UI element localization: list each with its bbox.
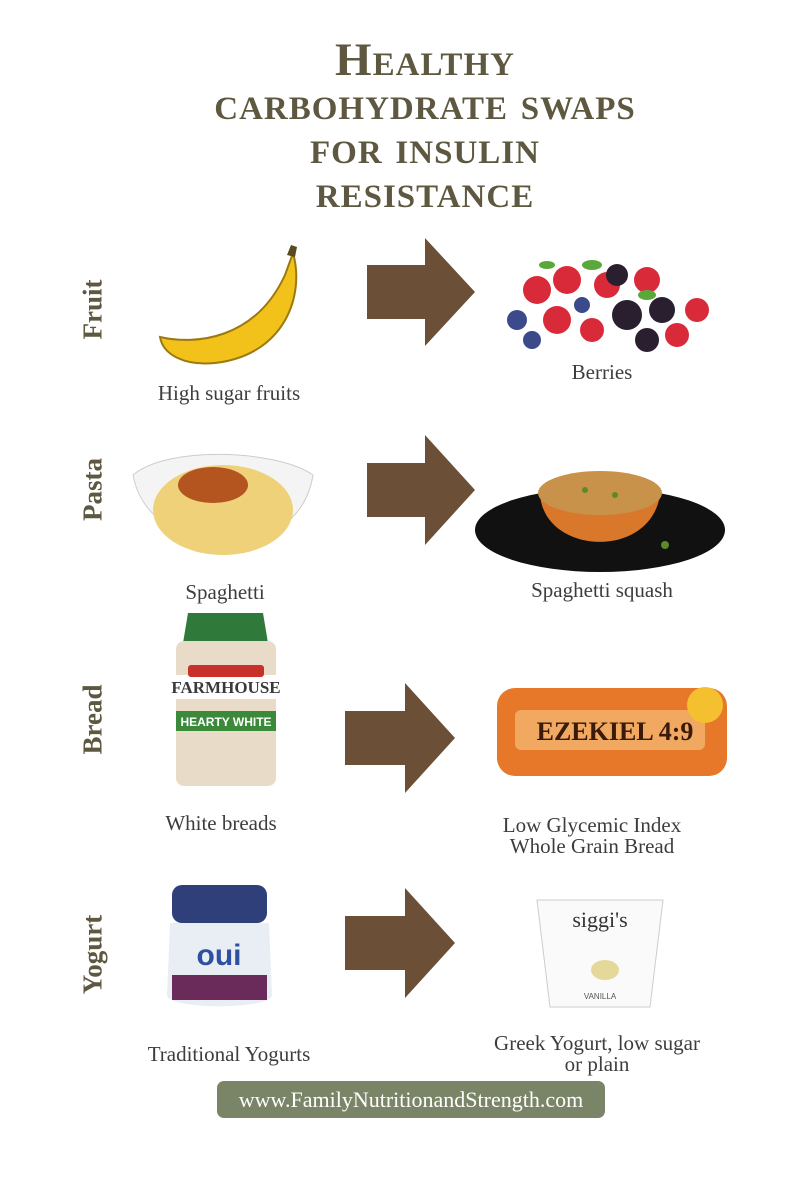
caption-line: or plain	[564, 1052, 630, 1076]
caption-berries: Berries	[571, 360, 633, 384]
row-label-fruit: Fruit	[77, 279, 108, 340]
caption-white-breads: White breads	[165, 811, 277, 835]
banana-image	[158, 245, 298, 365]
svg-text:VANILLA: VANILLA	[584, 992, 617, 1001]
caption-traditional-yogurts: Traditional Yogurts	[147, 1042, 311, 1066]
berries-image	[507, 260, 709, 352]
website-url-banner[interactable]: www.FamilyNutritionandStrength.com	[217, 1081, 605, 1118]
caption-spaghetti: Spaghetti	[185, 580, 265, 604]
arrow-right-icon	[367, 435, 475, 545]
caption-whole-grain-bread: Low Glycemic Index Whole Grain Bread	[472, 815, 712, 857]
oui-yogurt-image: oui	[167, 885, 272, 1007]
svg-text:HEARTY WHITE: HEARTY WHITE	[180, 715, 271, 729]
svg-text:oui: oui	[197, 939, 242, 972]
row-label-pasta: Pasta	[77, 458, 108, 521]
spaghetti-squash-image	[475, 471, 725, 572]
ezekiel-bread-image: EZEKIEL 4:9	[497, 687, 727, 776]
caption-line: Low Glycemic Index	[502, 813, 682, 837]
svg-text:FARMHOUSE: FARMHOUSE	[171, 678, 280, 697]
arrow-right-icon	[345, 888, 455, 998]
row-label-bread: Bread	[77, 684, 108, 755]
svg-text:siggi's: siggi's	[572, 907, 627, 932]
page-title: Healthy carbohydrate swaps for insulin r…	[0, 34, 800, 218]
row-label-yogurt: Yogurt	[77, 914, 108, 995]
title-line: carbohydrate swaps	[214, 78, 636, 130]
arrow-right-icon	[367, 238, 475, 346]
svg-text:EZEKIEL 4:9: EZEKIEL 4:9	[537, 717, 694, 746]
arrow-right-icon	[345, 683, 455, 793]
title-line: for insulin	[310, 122, 540, 174]
siggis-yogurt-image: siggi's VANILLA	[536, 899, 664, 1008]
caption-line: Whole Grain Bread	[509, 834, 675, 858]
title-line: resistance	[315, 166, 535, 218]
white-bread-image: FARMHOUSE HEARTY WHITE	[171, 613, 281, 786]
spaghetti-image	[132, 453, 314, 555]
caption-high-sugar-fruits: High sugar fruits	[157, 381, 301, 405]
caption-greek-yogurt: Greek Yogurt, low sugar or plain	[467, 1033, 727, 1075]
title-line: Healthy	[335, 34, 515, 86]
caption-line: Greek Yogurt, low sugar	[494, 1031, 700, 1055]
caption-spaghetti-squash: Spaghetti squash	[531, 578, 673, 602]
